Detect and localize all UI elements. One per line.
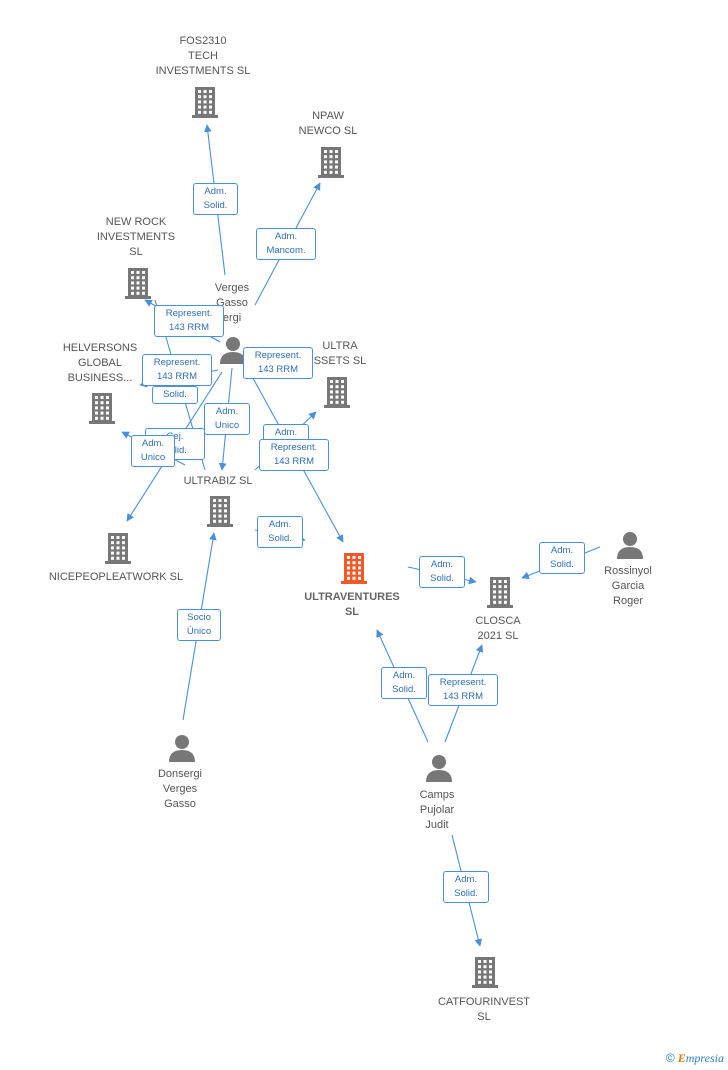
edge-label[interactable]: Socio Único	[177, 609, 221, 641]
edge-label[interactable]: Adm. Solid.	[419, 556, 465, 588]
edge-label[interactable]: Adm. Unico	[204, 403, 250, 435]
edge-label[interactable]: Adm. Solid.	[381, 667, 427, 699]
edge-label[interactable]: Adm. Solid.	[539, 542, 585, 574]
edge-label[interactable]: Represent. 143 RRM	[243, 347, 313, 379]
building-icon[interactable]	[123, 266, 153, 305]
edge-label[interactable]: Adm. Solid.	[443, 871, 489, 903]
node-label-rossinyol[interactable]: Rossinyol Garcia Roger	[604, 565, 652, 607]
node-label-camps[interactable]: Camps Pujolar Judit	[419, 789, 455, 831]
edge-label[interactable]: Adm. Mancom.	[256, 228, 316, 260]
edge-label[interactable]: Solid.	[152, 386, 198, 404]
building-icon[interactable]	[470, 955, 500, 994]
edge-label[interactable]: Adm. Unico	[131, 435, 175, 467]
building-icon[interactable]	[316, 145, 346, 184]
building-icon[interactable]	[339, 551, 369, 590]
node-label-verges[interactable]: Verges Gasso ergi	[214, 282, 250, 324]
edge-label[interactable]: Represent. 143 RRM	[154, 305, 224, 337]
building-icon[interactable]	[87, 391, 117, 430]
building-icon[interactable]	[190, 85, 220, 124]
person-icon[interactable]	[218, 335, 248, 370]
node-label-helversons[interactable]: HELVERSONS GLOBAL BUSINESS...	[62, 342, 138, 384]
person-icon[interactable]	[167, 733, 197, 768]
copyright-icon: ©	[665, 1051, 675, 1065]
node-label-ultraventures[interactable]: ULTRAVENTURES SL	[304, 591, 400, 618]
building-icon[interactable]	[322, 375, 352, 414]
edge-label[interactable]: Adm. Solid.	[193, 183, 238, 215]
person-icon[interactable]	[424, 753, 454, 788]
node-label-nicepeople[interactable]: NICEPEOPLEATWORK SL	[48, 571, 184, 583]
node-label-donsergi[interactable]: Donsergi Verges Gasso	[157, 768, 203, 810]
edge-label[interactable]: Represent. 143 RRM	[259, 439, 329, 471]
edge-label[interactable]: Represent. 143 RRM	[142, 354, 212, 386]
building-icon[interactable]	[205, 494, 235, 533]
node-label-catfour[interactable]: CATFOURINVEST SL	[437, 996, 531, 1023]
building-icon[interactable]	[103, 531, 133, 570]
building-icon[interactable]	[485, 575, 515, 614]
edge-label[interactable]: Adm. Solid.	[257, 516, 303, 548]
edge-label[interactable]: Represent. 143 RRM	[428, 674, 498, 706]
node-label-fos2310[interactable]: FOS2310 TECH INVESTMENTS SL	[155, 35, 251, 77]
node-label-ultrabiz[interactable]: ULTRABIZ SL	[183, 475, 253, 487]
person-icon[interactable]	[615, 530, 645, 565]
node-label-npaw[interactable]: NPAW NEWCO SL	[298, 110, 358, 137]
node-label-ultra[interactable]: ULTRA SSETS SL	[313, 340, 367, 367]
empresia-logo[interactable]: ©Empresia	[665, 1051, 724, 1065]
node-label-newrock[interactable]: NEW ROCK INVESTMENTS SL	[96, 216, 176, 258]
node-label-closca[interactable]: CLOSCA 2021 SL	[475, 615, 521, 642]
